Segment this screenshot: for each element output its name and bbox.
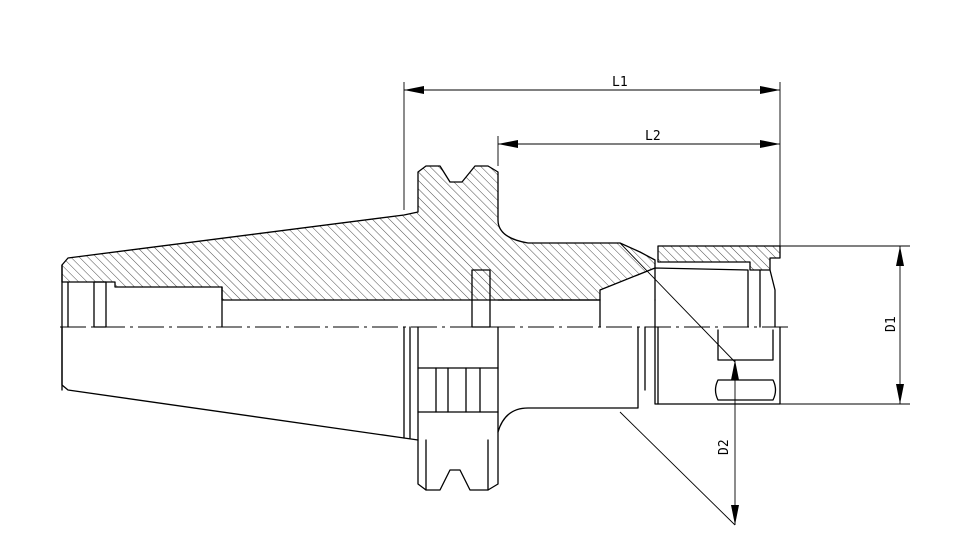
d2-ext-bottom [619,411,736,526]
upper-section-body [61,165,781,328]
nut-lower [654,326,781,405]
l2-arrow-right [760,140,780,148]
dimension-d2: D2 [619,242,739,526]
inner-bore-taper [654,267,749,328]
dimension-l2: L2 [497,129,780,166]
d1-label: D1 [884,316,899,332]
collet-slots [759,269,776,328]
dimension-d1: D1 [780,245,910,405]
l2-label: L2 [645,129,661,144]
l2-arrow-left [498,140,518,148]
retention-bore-upper [93,281,107,328]
nut-wrench-flat [714,329,777,401]
taper-lower [61,326,419,441]
lower-exterior-view [61,326,781,491]
dimension-l1: L1 [403,75,781,246]
d1-arrow-bottom [896,384,904,404]
d2-arrow-bottom [731,505,739,525]
d2-ext-top [619,242,736,363]
flange-lower [417,326,499,491]
d1-arrow-top [896,246,904,266]
d2-label: D2 [717,439,732,455]
l1-label: L1 [612,75,628,90]
l1-arrow-left [404,86,424,94]
collet-nut-section [657,245,781,271]
d2-arrow-top [731,360,739,380]
neck-lower [497,326,639,433]
l1-arrow-right [760,86,780,94]
taper-flange-section [61,165,656,301]
